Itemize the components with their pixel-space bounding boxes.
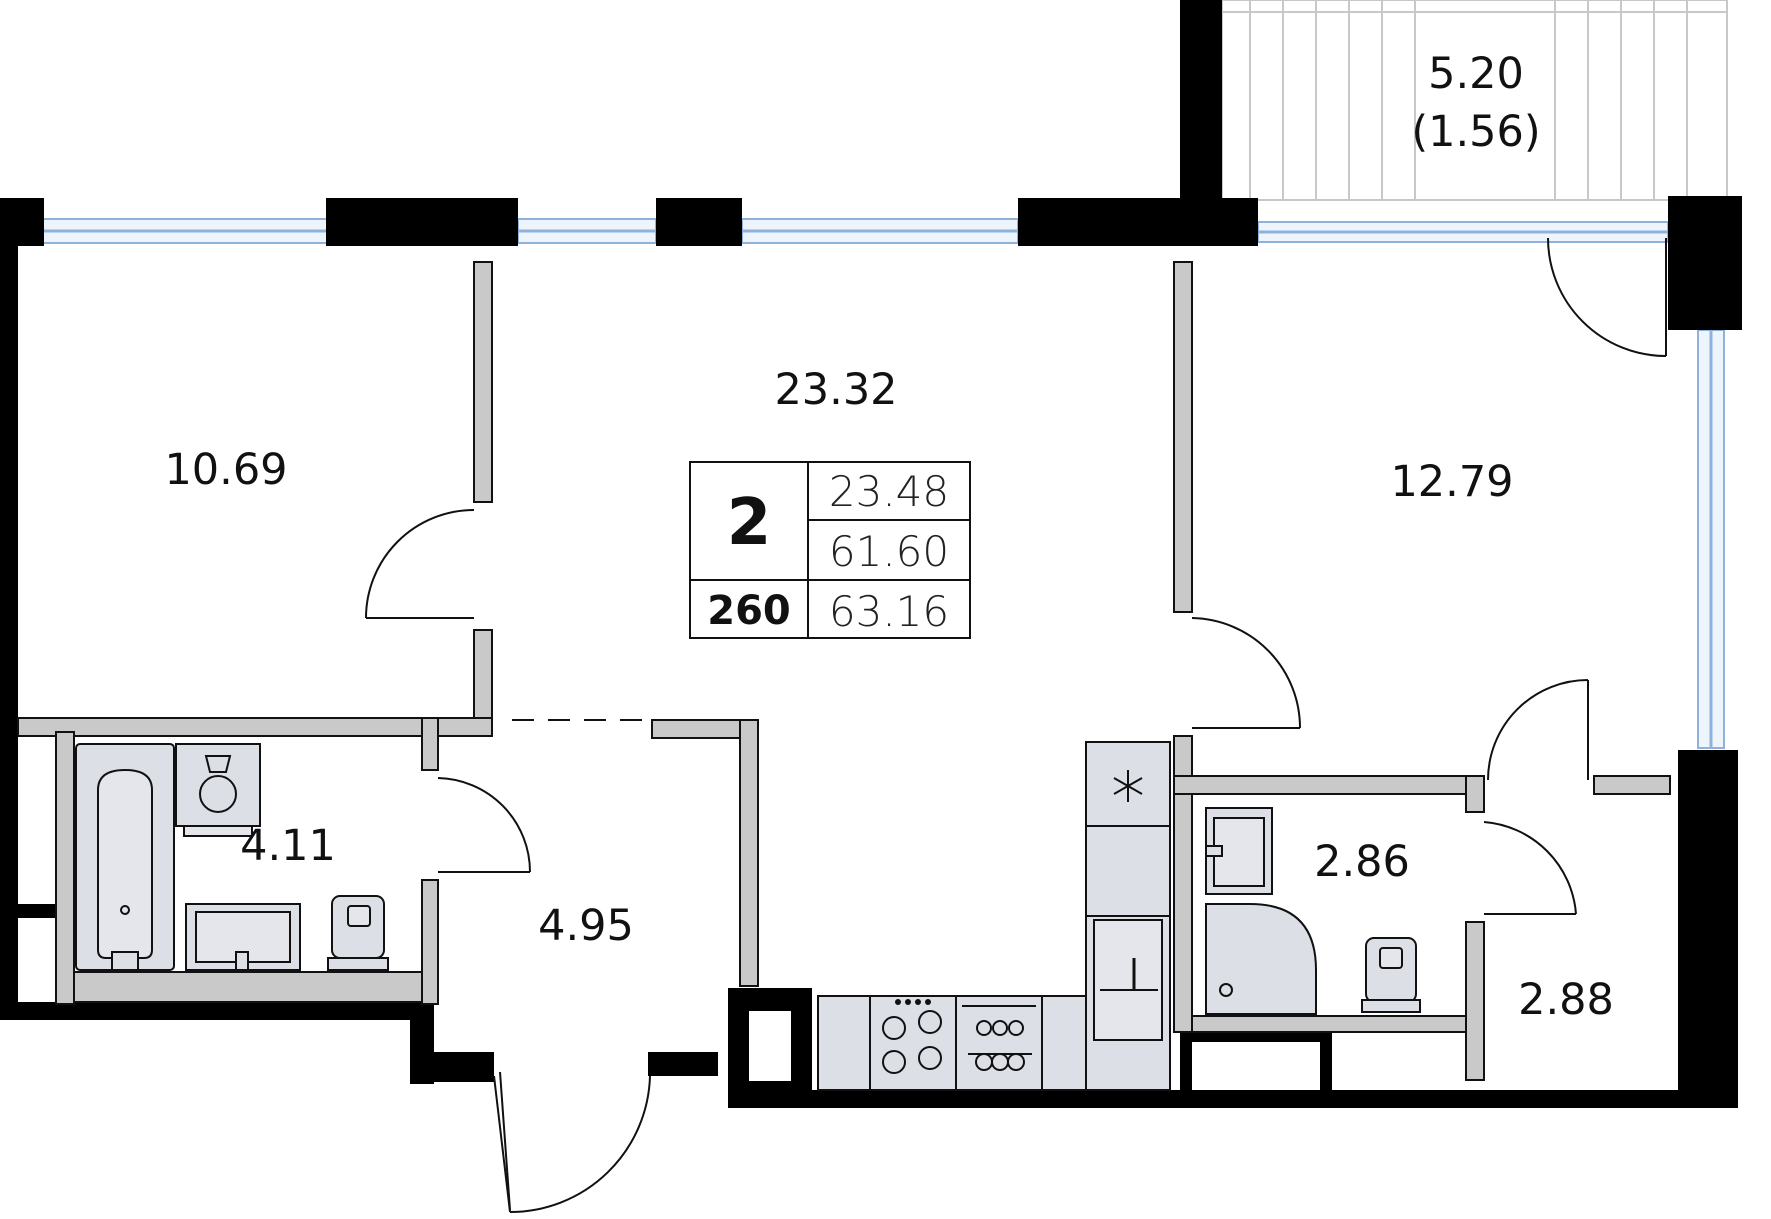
oven-icon [962,1005,1036,1071]
exterior-walls [0,0,1742,1108]
rooms-count: 2 [727,486,772,560]
room-area-wc: 2.86 [1314,837,1410,887]
room-area-bedroom-right: 12.79 [1390,457,1513,507]
shower-icon [1205,903,1317,1015]
area-with-balcony: 63.16 [829,587,949,636]
partitions [17,261,1671,1081]
living-area: 23.48 [829,467,949,516]
apartment-info-box: 2 23.48 61.60 260 63.16 [689,461,971,639]
total-area: 61.60 [829,527,949,576]
kitchen [817,741,1171,1091]
bathtub-icon [75,743,175,971]
room-area-bathroom: 4.11 [240,821,336,871]
wc-toilet-icon [1361,937,1421,1013]
windows [41,218,1725,749]
snowflake-icon [1113,770,1143,802]
toilet-icon [327,895,389,971]
room-area-closet: 2.88 [1518,975,1614,1025]
room-area-living: 23.32 [774,365,897,415]
apartment-number: 260 [707,588,791,634]
room-area-hall: 4.95 [538,901,634,951]
doors [365,237,1667,1213]
sink-icon [185,903,301,971]
wc-sink-icon [1205,807,1273,895]
room-area-balcony: 5.20 [1428,49,1524,99]
stove-burners-icon [882,999,942,1074]
room-area-bedroom-left: 10.69 [164,445,287,495]
room-area-balcony-coef: (1.56) [1411,107,1540,157]
washer-icon [175,743,261,837]
balcony [1221,0,1728,201]
